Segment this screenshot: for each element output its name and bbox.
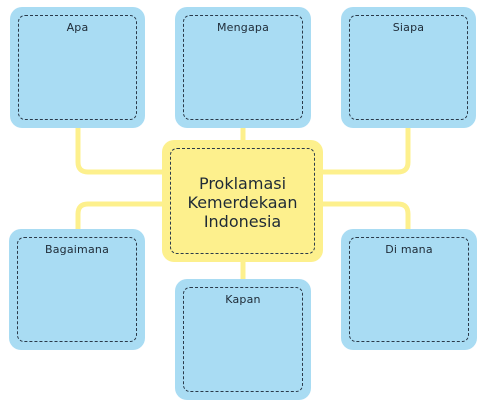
node-kapan-label: Kapan xyxy=(225,293,261,306)
node-mengapa-dashed-frame xyxy=(183,15,303,120)
node-siapa-label: Siapa xyxy=(392,21,425,34)
node-apa: Apa xyxy=(10,7,145,128)
connector-bagaimana xyxy=(75,201,165,232)
node-di-mana-dashed-frame xyxy=(349,237,469,342)
node-di-mana: Di mana xyxy=(341,229,477,350)
center-topic-dashed-frame xyxy=(170,148,315,254)
node-kapan: Kapan xyxy=(175,279,311,400)
node-bagaimana-label: Bagaimana xyxy=(44,243,110,256)
node-bagaimana: Bagaimana xyxy=(9,229,145,350)
connector-di-mana xyxy=(320,201,411,232)
node-bagaimana-dashed-frame xyxy=(17,237,137,342)
center-topic-title: Proklamasi Kemerdekaan Indonesia xyxy=(187,174,298,231)
node-mengapa-label: Mengapa xyxy=(216,21,270,34)
node-siapa: Siapa xyxy=(341,7,476,128)
connector-siapa xyxy=(320,125,411,175)
node-kapan-dashed-frame xyxy=(183,287,303,392)
node-mengapa: Mengapa xyxy=(175,7,311,128)
node-siapa-dashed-frame xyxy=(349,15,468,120)
node-apa-label: Apa xyxy=(66,21,89,34)
connector-apa xyxy=(75,125,165,175)
center-topic: Proklamasi Kemerdekaan Indonesia xyxy=(162,140,323,262)
node-apa-dashed-frame xyxy=(18,15,137,120)
node-di-mana-label: Di mana xyxy=(385,243,433,256)
